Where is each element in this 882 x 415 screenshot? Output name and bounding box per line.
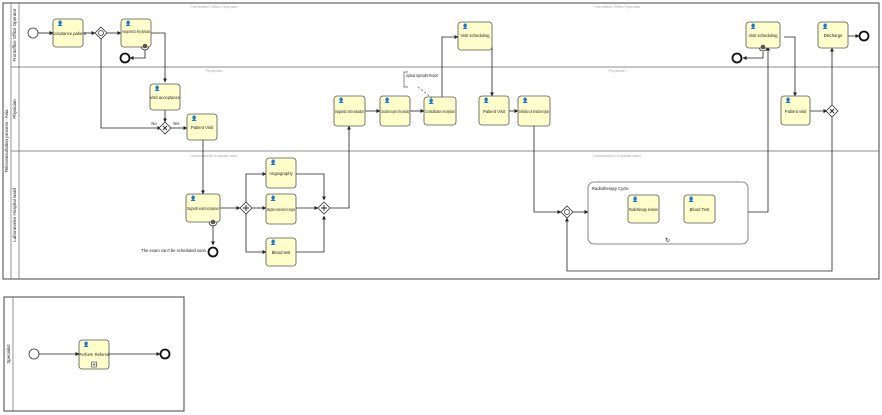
subprocess-title: Radiotherapy Cycle [592, 186, 629, 191]
svg-text:Patient Visit: Patient Visit [483, 109, 506, 114]
lane-title-frontoffice-1: Frontoffice Office Operator [190, 4, 238, 9]
svg-text:Visit acceptance: Visit acceptance [150, 95, 181, 100]
gateway-parallel-join [317, 201, 331, 215]
user-icon: 👤 [632, 196, 638, 203]
task-blood-test-1[interactable]: 👤 Blood test [265, 237, 297, 267]
task-diagnostic-exams[interactable]: 👤 Diagnostic exams acceptance [185, 193, 221, 223]
lane-title-physician-2: Physician [608, 68, 625, 73]
sequence-flows [38, 31, 860, 272]
svg-text:Visit scheduling: Visit scheduling [748, 33, 778, 38]
svg-text:Assignment to the physician: Assignment to the physician [122, 29, 150, 34]
user-icon: 👤 [125, 20, 131, 27]
start-event-specialist [28, 348, 40, 360]
svg-text:Consultation request to the Sp: Consultation request to the Specialist [381, 109, 409, 114]
gateway-parallel-split [239, 201, 253, 215]
task-definition-treatment[interactable]: 👤 Definition of treatment plan [517, 95, 551, 127]
gateway-label-no: No [151, 121, 157, 126]
user-icon: 👤 [270, 159, 276, 166]
user-icon: 👤 [154, 85, 160, 92]
user-icon: 👤 [384, 97, 390, 104]
task-consultation-request[interactable]: 👤 Consultation request to the Specialist [379, 95, 411, 127]
end-event-assignment [119, 52, 131, 64]
gateway-exclusive-start [94, 26, 108, 40]
svg-text:Magnetic resonance for images: Magnetic resonance for images [267, 207, 295, 212]
gateway-label-yes: Yes [173, 121, 180, 126]
task-visit-scheduling-2[interactable]: 👤 Visit scheduling [745, 21, 781, 49]
task-radiotherapy-session[interactable]: 👤 Radiotherapy session [627, 194, 660, 224]
lane-title-lab-2: Laboratories Hospital ward [593, 153, 641, 158]
task-patient-visit-1[interactable]: 👤 Patient Visit [186, 113, 218, 141]
svg-text:Diagnostic test evaluation: Diagnostic test evaluation [335, 109, 364, 114]
user-icon: 👤 [270, 195, 276, 202]
tasks: 👤 Acceptance patient 👤 Assignment to the… [50, 18, 849, 267]
user-icon: 👤 [483, 97, 489, 104]
gateway-radiotherapy-merge [560, 205, 574, 219]
svg-text:Blood Test: Blood Test [690, 207, 710, 212]
lane-title-lab-1: Laboratories Hospital ward [190, 153, 238, 158]
user-icon: 👤 [270, 239, 276, 246]
user-icon: 👤 [83, 341, 89, 348]
task-discharge[interactable]: 👤 Discharge [817, 21, 849, 49]
lane-title-physician-1: Physician [205, 68, 222, 73]
annotation-upload-report: Upload Specialist Report [403, 71, 439, 99]
svg-text:Diagnostic exams acceptance: Diagnostic exams acceptance [187, 206, 219, 211]
end-event-discharge [858, 30, 870, 42]
svg-text:Upload Specialist Report: Upload Specialist Report [406, 73, 439, 78]
svg-text:Acceptance patient: Acceptance patient [50, 31, 86, 36]
task-acceptance-patient[interactable]: 👤 Acceptance patient [50, 18, 87, 48]
svg-text:Angiography: Angiography [269, 171, 293, 176]
end-event-exam-not-scheduled [207, 246, 219, 258]
gateway-discharge-decision [825, 104, 839, 118]
end-event-scheduling [731, 52, 743, 64]
task-magnetic-resonance[interactable]: 👤 Magnetic resonance for images [265, 193, 297, 225]
start-event-main [27, 27, 39, 39]
svg-text:Blood test: Blood test [272, 250, 291, 255]
main-pool-label: Telecomsultation process - Asia [4, 109, 9, 173]
svg-text:Consultation reception: Consultation reception [425, 109, 455, 114]
task-diagnostic-evaluation[interactable]: 👤 Diagnostic test evaluation [333, 95, 366, 127]
task-patient-visit-3[interactable]: 👤 Patient visit [780, 95, 811, 126]
lane-label-lab: Laboratories Hospital ward [12, 188, 17, 242]
svg-text:Definition of treatment plan: Definition of treatment plan [519, 109, 549, 114]
lane-title-frontoffice-2: Frontoffice Office Operator [593, 4, 641, 9]
task-visit-acceptance[interactable]: 👤 Visit acceptance [149, 83, 181, 111]
specialist-pool-label: Specialist [6, 344, 11, 364]
user-icon: 👤 [750, 23, 756, 30]
user-icon: 👤 [522, 97, 528, 104]
end-event-exam-not-scheduled-label: The exam can't be scheduled soon [141, 248, 206, 253]
user-icon: 👤 [338, 97, 344, 104]
main-pool: Telecomsultation process - Asia Frontoff… [2, 2, 880, 280]
svg-text:Perform Referral: Perform Referral [79, 352, 110, 357]
loop-icon: ↻ [665, 237, 670, 244]
user-icon: 👤 [191, 115, 197, 122]
specialist-pool: Specialist 👤 Perform Referral [3, 296, 185, 412]
task-blood-test-2[interactable]: 👤 Blood Test [683, 194, 716, 224]
task-perform-referral[interactable]: 👤 Perform Referral [79, 339, 110, 370]
gateways: No Yes [94, 26, 839, 219]
end-event-specialist [159, 348, 171, 360]
lane-label-frontoffice: Frontoffice Office Operator [12, 8, 17, 62]
svg-text:Visit scheduling: Visit scheduling [460, 33, 490, 38]
task-consultation-reception[interactable]: 👤 Consultation reception [423, 96, 457, 126]
task-assignment-physician[interactable]: 👤 Assignment to the physician [120, 18, 152, 48]
user-icon: 👤 [785, 97, 791, 104]
gateway-visit-decision [158, 121, 172, 135]
svg-text:Patient Visit: Patient Visit [191, 125, 214, 130]
timer-glyphs [142, 43, 766, 225]
subprocess-radiotherapy-cycle[interactable]: Radiotherapy Cycle ↻ 👤 Radiotherapy sess… [587, 181, 749, 245]
task-patient-visit-2[interactable]: 👤 Patient Visit [478, 95, 510, 126]
svg-text:Radiotherapy session: Radiotherapy session [629, 207, 658, 212]
user-icon: 👤 [190, 195, 196, 202]
lane-label-physician: Physician [12, 99, 17, 119]
task-visit-scheduling-1[interactable]: 👤 Visit scheduling [457, 21, 493, 51]
svg-text:Patient visit: Patient visit [785, 109, 807, 114]
user-icon: 👤 [57, 20, 63, 27]
user-icon: 👤 [822, 23, 828, 30]
user-icon: 👤 [462, 23, 468, 30]
svg-text:Discharge: Discharge [824, 33, 844, 38]
task-angiography[interactable]: 👤 Angiography [265, 157, 297, 189]
user-icon: 👤 [428, 98, 434, 105]
user-icon: 👤 [688, 196, 694, 203]
